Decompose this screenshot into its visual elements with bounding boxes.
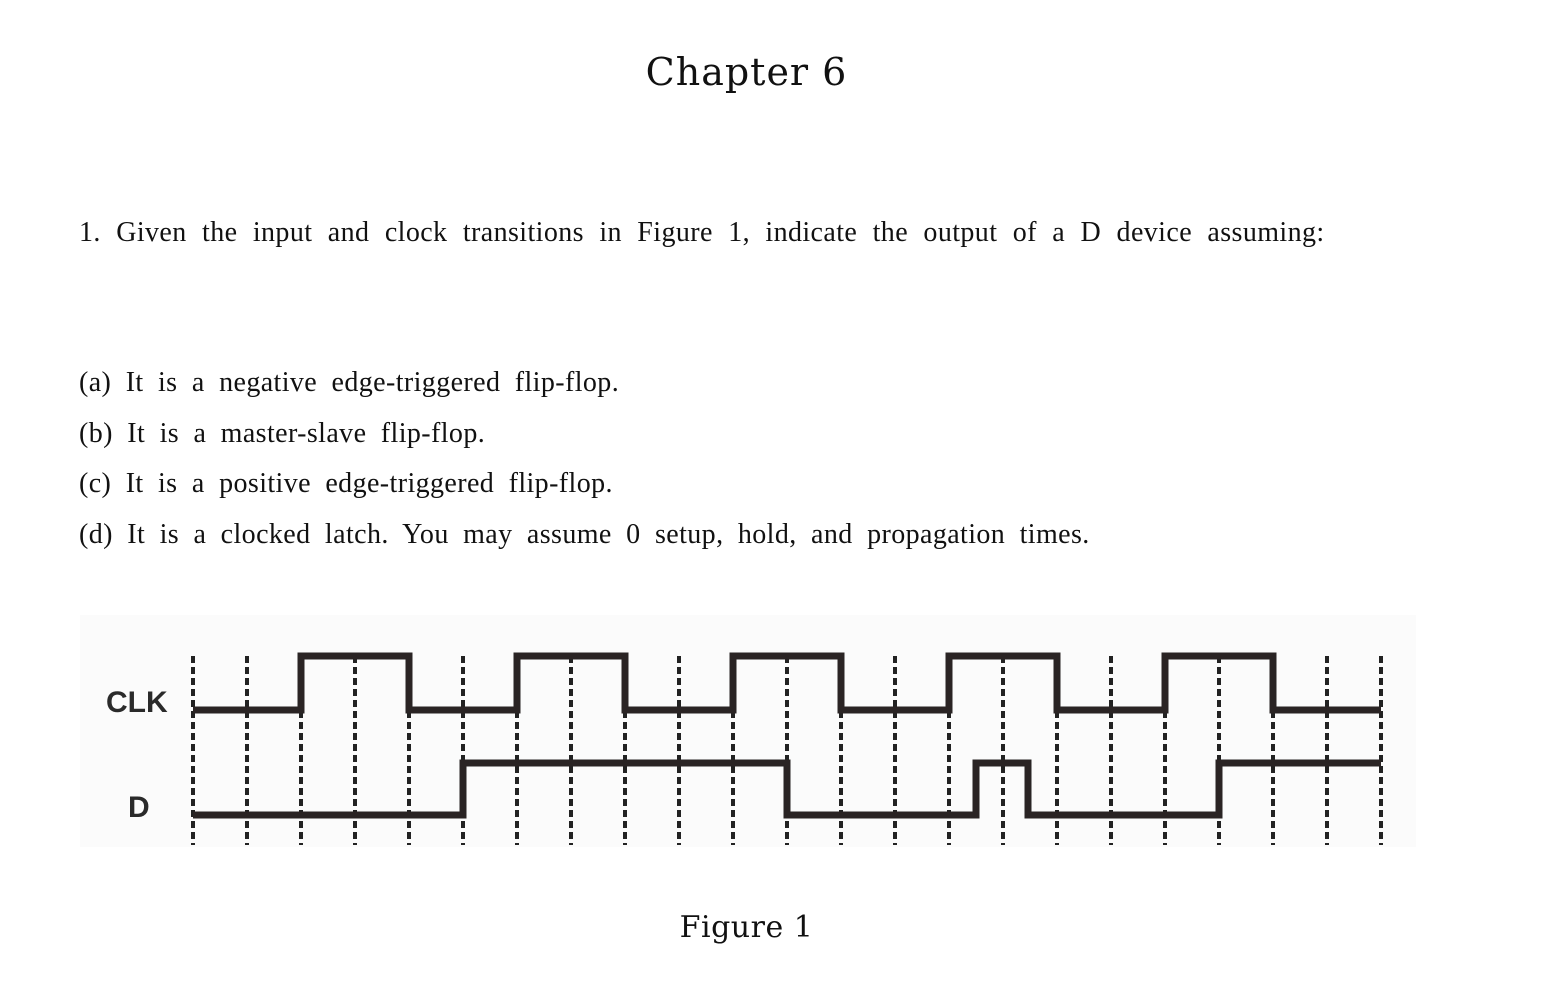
d-label: D: [128, 791, 150, 824]
option-text: It is a negative edge-triggered flip-flo…: [125, 367, 620, 398]
option-text: It is a master-slave flip-flop.: [127, 417, 486, 449]
clk-label: CLK: [106, 686, 168, 719]
figure-caption: Figure 1: [679, 910, 814, 945]
options-list: (a) It is a negative edge-triggered flip…: [79, 358, 1090, 560]
option-c: (c) It is a positive edge-triggered flip…: [79, 459, 1090, 510]
option-b: (b) It is a master-slave flip-flop.: [79, 409, 1090, 460]
d-waveform: [193, 759, 1381, 819]
option-a: (a) It is a negative edge-triggered flip…: [79, 358, 1090, 409]
option-label: (b): [79, 417, 113, 449]
option-label: (a): [79, 367, 112, 398]
question-text: 1. Given the input and clock transitions…: [79, 217, 1325, 248]
option-text: It is a positive edge-triggered flip-flo…: [125, 468, 613, 499]
clk-waveform: [193, 652, 1381, 714]
option-label: (d): [79, 518, 113, 550]
option-d: (d) It is a clocked latch. You may assum…: [79, 510, 1090, 561]
chapter-title: Chapter 6: [645, 50, 848, 94]
option-text: It is a clocked latch. You may assume 0 …: [127, 518, 1090, 550]
timing-diagram: CLK D: [80, 615, 1416, 847]
option-label: (c): [79, 468, 112, 499]
